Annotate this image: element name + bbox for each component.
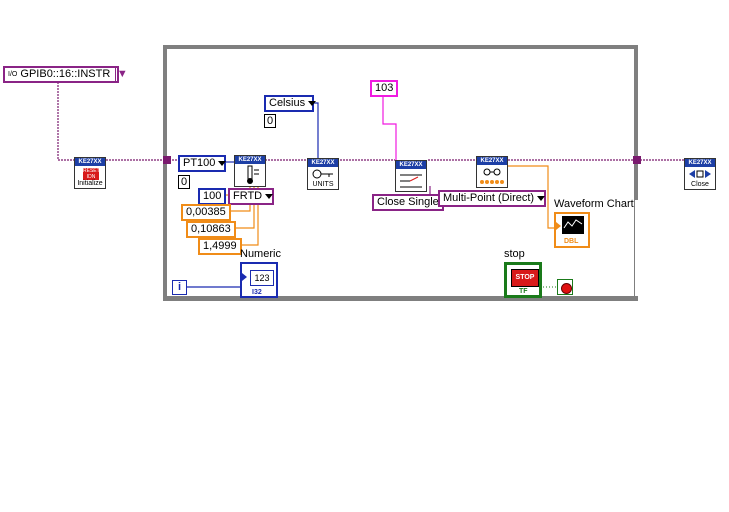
chevron-down-icon[interactable] [308,100,317,106]
delta-constant[interactable]: 1,4999 [198,238,242,255]
stop-sign-icon [561,283,572,294]
key-icon [312,169,333,179]
vi-brand: KE27XX [477,157,507,165]
numeric-glyph: 123 [250,270,274,286]
initialize-caption: Initialize [77,180,103,187]
loop-condition-terminal[interactable] [557,279,573,295]
rtd-type-value: PT100 [183,157,216,169]
waveform-chart-terminal[interactable]: DBL [554,212,590,248]
io-prefix: I/O [8,71,18,78]
rtd-type-index: 0 [178,175,191,189]
vi-brand: KE27XX [308,159,338,167]
reset-idn-icon: RESET IDN [83,168,100,180]
chart-label: Waveform Chart [554,198,634,210]
units-vi[interactable]: KE27XX UNITS [307,158,339,190]
vi-brand: KE27XX [75,158,105,166]
close-vi[interactable]: KE27XX Close [684,158,716,190]
rtd-function-control[interactable]: FRTD [228,188,274,205]
loop-gap [635,200,645,296]
chevron-down-icon[interactable]: ▼ [115,68,128,81]
scan-mode-control[interactable]: Multi-Point (Direct) [438,190,546,207]
initialize-vi[interactable]: KE27XX RESET IDN Initialize [74,157,106,189]
rtd-function-value: FRTD [233,190,263,202]
float-wire [224,165,554,246]
stop-button-terminal[interactable]: STOP TF [504,262,542,298]
close-mode-control[interactable]: Close Single [372,194,444,211]
numeric-terminal[interactable]: 123 I32 [240,262,278,298]
numeric-type: I32 [252,289,262,296]
glasses-icon [480,168,504,184]
close-arrows-icon [689,170,711,178]
alpha-constant[interactable]: 0,00385 [181,204,231,221]
iteration-terminal[interactable]: i [172,280,187,295]
scan-mode-value: Multi-Point (Direct) [443,192,535,204]
switch-icon [400,174,422,188]
chart-icon [556,216,584,234]
units-caption: UNITS [312,181,334,188]
close-caption: Close [691,181,709,188]
numeric-label: Numeric [240,248,281,260]
rtd-config-vi[interactable]: KE27XX [234,155,266,187]
vi-brand: KE27XX [396,161,426,169]
visa-resource-control[interactable]: I/O GPIB0::16::INSTR ▼ [3,66,128,83]
string-wire [382,96,397,165]
channel-constant[interactable]: 103 [370,80,399,97]
visa-resource-value: GPIB0::16::INSTR [20,68,111,80]
units-index: 0 [264,114,277,128]
vi-brand: KE27XX [235,156,265,164]
units-value: Celsius [269,97,306,109]
thermometer-icon [247,165,259,184]
stop-type: TF [519,288,528,295]
chart-type: DBL [564,238,579,245]
units-control[interactable]: Celsius [264,95,317,112]
rtd-type-control[interactable]: PT100 [178,155,227,172]
input-arrow-icon [242,273,247,281]
beta-constant[interactable]: 0,10863 [186,221,236,238]
close-mode-value: Close Single [377,196,439,208]
chevron-down-icon[interactable] [537,195,546,201]
channel-close-vi[interactable]: KE27XX [395,160,427,192]
resistance-constant[interactable]: 100 [198,188,227,205]
chevron-down-icon[interactable] [218,160,227,166]
loop-tunnel-out [633,156,641,164]
while-loop[interactable] [163,45,638,301]
stop-icon: STOP [511,269,539,287]
vi-brand: KE27XX [685,159,715,167]
loop-tunnel-in [163,156,171,164]
stop-label: stop [504,248,525,260]
measure-vi[interactable]: KE27XX [476,156,508,188]
chevron-down-icon[interactable] [265,193,274,199]
